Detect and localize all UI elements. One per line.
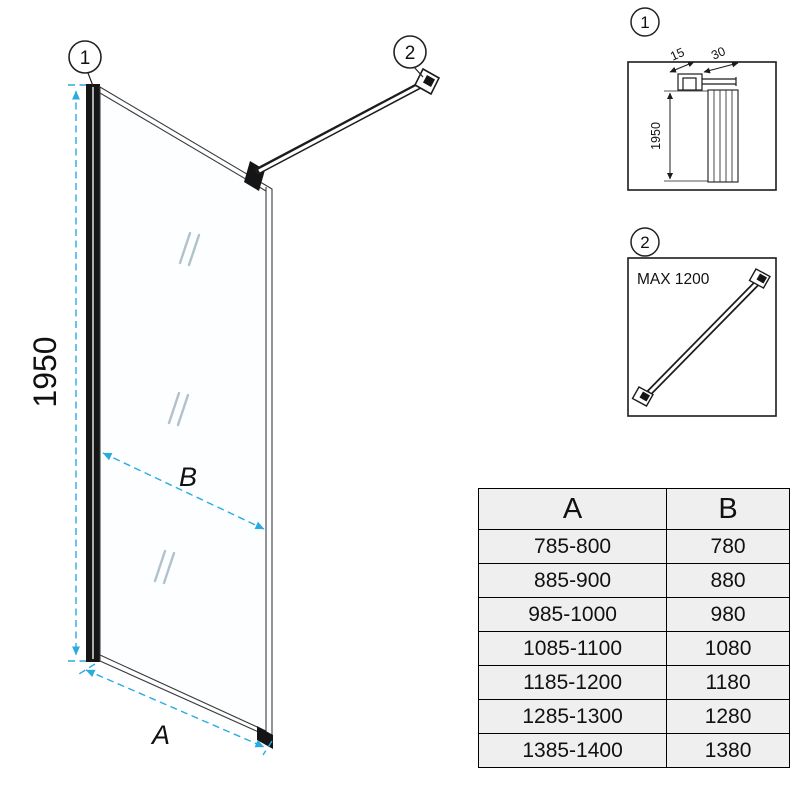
callout-2: 2 (393, 35, 427, 78)
dimension-width-label: A (150, 720, 170, 750)
table-cell-b: 1280 (666, 699, 790, 734)
table-header-b: B (666, 488, 790, 530)
table-cell-b: 1080 (666, 631, 790, 666)
dimension-glass-width (102, 452, 265, 530)
detail-2-bar-end-bottom (631, 386, 654, 407)
table-row: 1085-1100 1080 (477, 631, 790, 666)
dimension-height (68, 84, 92, 662)
detail-2-callout-label: 2 (640, 233, 649, 252)
detail-1-callout-label: 1 (640, 13, 649, 32)
detail-2-view: 2 MAX 1200 (627, 227, 777, 417)
table-cell-b: 780 (666, 529, 790, 564)
table-header-row: A B (477, 488, 790, 530)
detail-1-dim-depth-line (669, 61, 695, 73)
main-drawing: 1950 (27, 35, 441, 756)
max-length-label: MAX 1200 (637, 271, 710, 288)
table-cell-b: 1180 (666, 665, 790, 700)
wall-profile (86, 84, 100, 662)
detail-1-dim-depth-label: 15 (668, 45, 686, 63)
table-cell-a: 985-1000 (477, 597, 668, 632)
detail-1-view: 1 15 30 1950 (627, 7, 777, 191)
dimension-height-label: 1950 (27, 336, 63, 407)
glass-shine-marks (153, 231, 201, 585)
table-row: 885-900 880 (477, 563, 790, 598)
detail-1-dim-height-label: 1950 (649, 122, 663, 150)
glass-panel (99, 86, 273, 739)
table-cell-a: 1085-1100 (477, 631, 668, 666)
detail-2-callout: 2 (630, 227, 660, 257)
table-row: 1385-1400 1380 (477, 733, 790, 768)
callout-1-label: 1 (80, 48, 91, 69)
table-cell-b: 880 (666, 563, 790, 598)
detail-1-dim-height (664, 90, 708, 182)
detail-2-support-bar (645, 277, 763, 397)
table-cell-a: 1385-1400 (477, 733, 668, 768)
table-cell-b: 980 (666, 597, 790, 632)
table-cell-a: 885-900 (477, 563, 668, 598)
detail-2-bar-end-top (748, 268, 771, 289)
table-row: 785-800 780 (477, 529, 790, 564)
table-cell-a: 785-800 (477, 529, 668, 564)
callout-2-label: 2 (405, 43, 416, 64)
detail-1-callout: 1 (630, 7, 660, 37)
detail-1-dim-width-line (703, 61, 739, 74)
support-bar (254, 76, 432, 176)
size-table: A B 785-800 780 885-900 880 985-1000 980 (477, 488, 790, 768)
callout-1: 1 (68, 40, 102, 87)
profile-extrusion (707, 89, 739, 183)
dimension-width (78, 663, 273, 756)
table-row: 985-1000 980 (477, 597, 790, 632)
profile-cross-section (677, 73, 737, 91)
table-row: 1285-1300 1280 (477, 699, 790, 734)
detail-1-dim-width-label: 30 (709, 44, 727, 62)
table-row: 1185-1200 1180 (477, 665, 790, 700)
table-cell-a: 1185-1200 (477, 665, 668, 700)
table-header-a: A (477, 488, 668, 530)
table-cell-a: 1285-1300 (477, 699, 668, 734)
table-cell-b: 1380 (666, 733, 790, 768)
dimension-glass-width-label: B (179, 462, 197, 492)
